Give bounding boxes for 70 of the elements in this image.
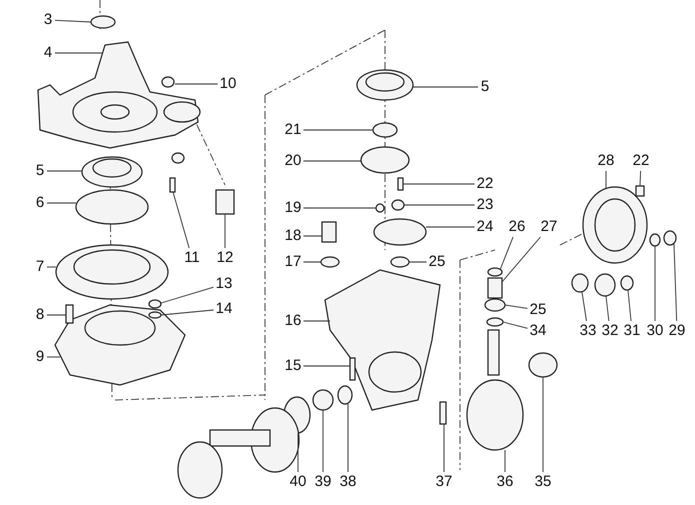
leader-line xyxy=(412,86,478,88)
leader-line xyxy=(46,170,82,172)
callout-number: 15 xyxy=(284,357,302,375)
leader-line xyxy=(46,356,60,358)
leader-line xyxy=(674,244,678,322)
leader-line xyxy=(628,290,632,322)
leader-line xyxy=(224,214,226,248)
leader-line xyxy=(404,204,475,206)
callout-number: 40 xyxy=(290,473,306,491)
leader-line xyxy=(654,246,656,322)
callout-number: 9 xyxy=(35,348,45,366)
callout-number: 5 xyxy=(35,162,45,180)
callout-number: 13 xyxy=(216,275,232,293)
callout-number: 29 xyxy=(668,322,686,340)
callout-number: 10 xyxy=(220,75,236,93)
leader-line xyxy=(46,202,76,204)
callout-number: 7 xyxy=(35,258,45,276)
leader-line xyxy=(500,236,514,270)
leader-line xyxy=(160,286,214,304)
leader-line xyxy=(426,226,475,228)
callout-number: 23 xyxy=(476,196,494,214)
callout-number: 31 xyxy=(624,322,640,340)
callout-number: 33 xyxy=(580,322,596,340)
callout-number: 35 xyxy=(534,473,552,491)
leader-line xyxy=(504,450,506,472)
leader-line xyxy=(606,296,610,322)
callout-number: 28 xyxy=(598,152,614,170)
leader-line xyxy=(640,170,642,186)
callout-number: 14 xyxy=(216,300,232,318)
callout-number: 27 xyxy=(540,218,558,236)
callout-number: 36 xyxy=(496,473,514,491)
callout-number: 12 xyxy=(216,249,234,267)
callout-number: 20 xyxy=(284,152,302,170)
leader-line xyxy=(54,20,92,22)
leader-line xyxy=(502,322,528,329)
leader-line xyxy=(172,192,190,248)
callout-number: 25 xyxy=(530,301,546,319)
callout-number: 22 xyxy=(632,152,650,170)
callout-number: 17 xyxy=(284,253,302,271)
callout-number: 5 xyxy=(480,78,490,96)
callout-number: 11 xyxy=(184,249,200,267)
leader-line xyxy=(54,52,104,54)
callout-number: 16 xyxy=(284,312,302,330)
leader-line xyxy=(504,304,528,309)
callout-number: 37 xyxy=(436,473,452,491)
leader-line xyxy=(582,292,587,322)
leader-line xyxy=(322,410,324,472)
callout-number: 22 xyxy=(476,175,494,193)
callout-number: 19 xyxy=(284,199,302,217)
callout-number: 30 xyxy=(646,322,664,340)
callout-number: 25 xyxy=(428,253,446,271)
leader-line xyxy=(46,314,66,316)
callout-number: 8 xyxy=(35,306,45,324)
callout-number: 38 xyxy=(340,473,356,491)
callout-number: 39 xyxy=(314,473,332,491)
leader-line xyxy=(303,320,330,322)
callout-number: 32 xyxy=(602,322,618,340)
callout-number: 24 xyxy=(476,218,494,236)
leader-line xyxy=(46,266,56,268)
callout-number: 18 xyxy=(284,227,302,245)
callout-number: 4 xyxy=(43,44,53,62)
callout-number: 21 xyxy=(284,121,302,139)
callout-number: 6 xyxy=(35,194,45,212)
callout-number: 34 xyxy=(530,322,546,340)
leader-line xyxy=(303,160,362,162)
callout-number: 3 xyxy=(43,11,53,29)
leader-line xyxy=(542,376,544,472)
callout-number: 26 xyxy=(508,218,526,236)
leader-line xyxy=(502,236,541,282)
leader-line xyxy=(160,310,214,316)
